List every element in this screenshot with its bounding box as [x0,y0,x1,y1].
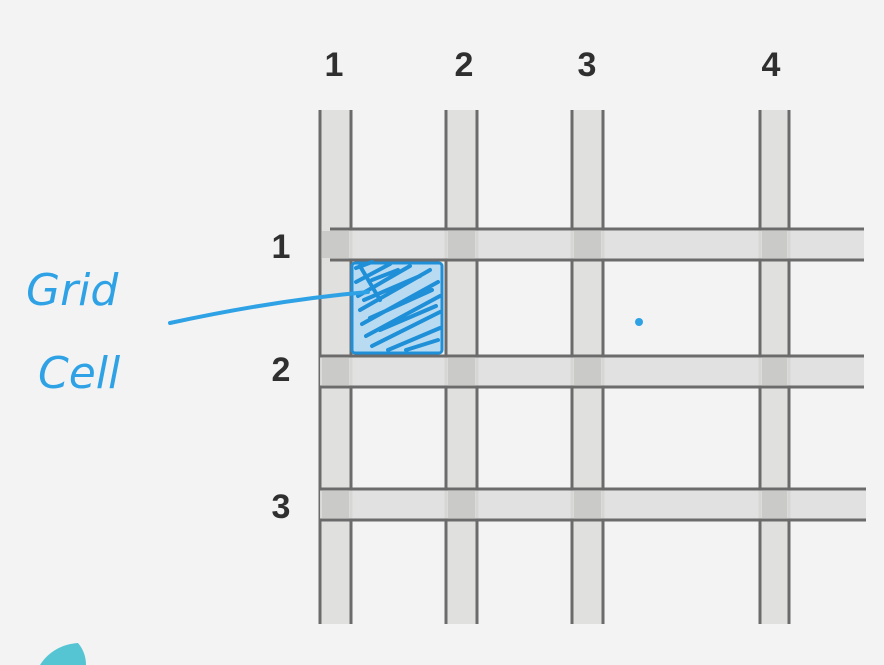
corner-decoration [40,643,86,665]
row-line-number-3: 3 [272,488,291,526]
annotation-label: Grid Cell [26,265,121,399]
row-line-number-1: 1 [272,228,291,266]
column-line-number-3: 3 [578,46,597,84]
annotation-line-2: Cell [38,348,121,399]
column-line-numbers: 1 2 3 4 [325,46,781,84]
cursor-dot [635,318,643,326]
annotation-pointer-line [168,290,370,325]
highlighted-grid-cell [350,260,444,355]
column-line-number-4: 4 [762,46,781,84]
row-line-numbers: 1 2 3 [272,228,291,526]
column-line-number-1: 1 [325,46,344,84]
annotation-line-1: Grid [26,265,119,316]
grid-line-intersections [322,231,787,518]
row-line-number-2: 2 [272,351,291,389]
column-line-number-2: 2 [455,46,474,84]
